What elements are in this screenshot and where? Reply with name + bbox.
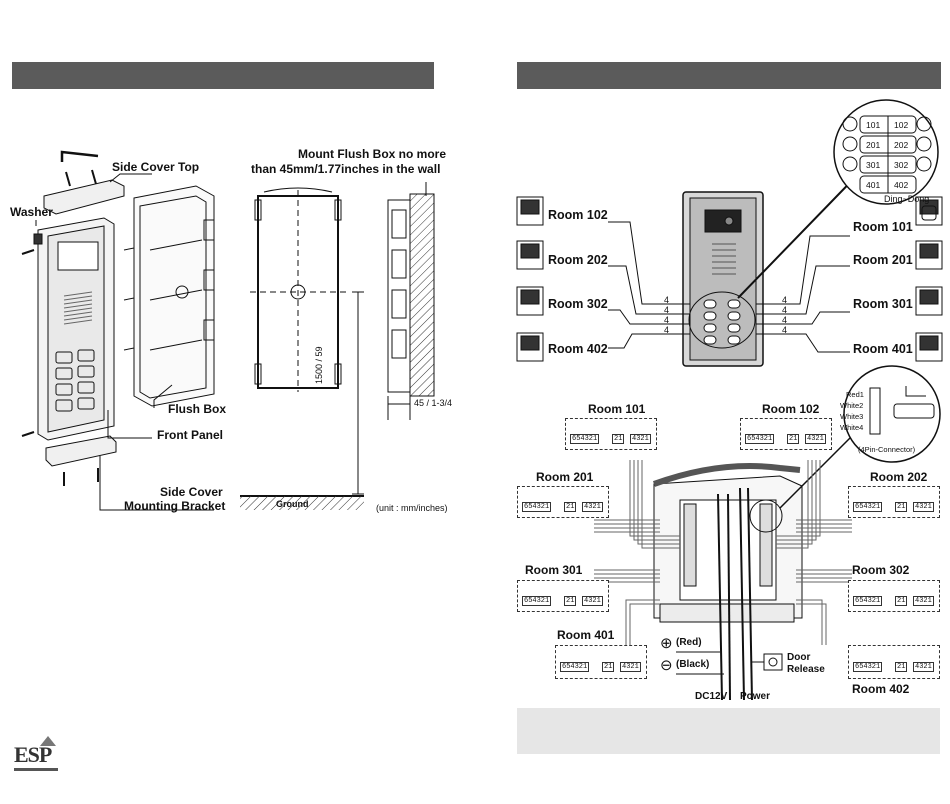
mount-note-line2: than 45mm/1.77inches in the wall: [251, 162, 441, 176]
dim-height-label: 1500 / 59: [314, 346, 324, 384]
terminal-box-401: 654321 21 4321: [555, 645, 647, 679]
callout-button-label: 302: [894, 160, 908, 170]
terminal-label: 21: [564, 502, 577, 512]
terminal-box-102: 654321 21 4321: [740, 418, 832, 450]
terminal-label: 654321: [745, 434, 775, 444]
connector-pin-3: White3: [840, 412, 864, 421]
terminal-label: 21: [895, 662, 908, 672]
terminal-label: 654321: [853, 502, 883, 512]
terminal-label: 654321: [570, 434, 600, 444]
wiring-room-402: Room 402: [852, 682, 910, 696]
terminal-label: 21: [612, 434, 625, 444]
terminal-label: 21: [895, 502, 908, 512]
right-header-bar: [517, 62, 941, 89]
wiring-room-102: Room 102: [762, 402, 820, 416]
terminal-label: 654321: [560, 662, 590, 672]
wire-count-label: 4: [782, 325, 787, 335]
room-label-402: Room 402: [548, 342, 608, 356]
terminal-label: 4321: [582, 502, 603, 512]
connector-caption: (4Pin-Connector): [858, 445, 916, 454]
ding-dong-label: Ding~Dong: [884, 194, 930, 204]
terminal-label: 4321: [913, 662, 934, 672]
room-label-401: Room 401: [853, 342, 913, 356]
label-flush-box: Flush Box: [168, 402, 227, 416]
callout-button-label: 402: [894, 180, 908, 190]
left-header-bar: [12, 62, 434, 89]
plus-symbol: ⊕: [660, 635, 673, 652]
connector-pin-2: White2: [840, 401, 864, 410]
terminal-box-402: 654321 21 4321: [848, 645, 940, 679]
room-label-201: Room 201: [853, 253, 913, 267]
room-label-301: Room 301: [853, 297, 913, 311]
terminal-box-202: 654321 21 4321: [848, 486, 940, 518]
terminal-label: 4321: [913, 596, 934, 606]
terminal-label: 21: [895, 596, 908, 606]
black-wire-label: (Black): [676, 659, 710, 670]
wire-count-label: 4: [664, 325, 669, 335]
terminal-label: 4321: [630, 434, 651, 444]
wire-count-label: 4: [782, 305, 787, 315]
esp-logo: ESP: [14, 736, 58, 772]
wiring-room-202: Room 202: [870, 470, 928, 484]
red-wire-label: (Red): [676, 637, 702, 648]
room-label-202: Room 202: [548, 253, 608, 267]
wiring-room-201: Room 201: [536, 470, 594, 484]
room-label-302: Room 302: [548, 297, 608, 311]
door-label: Door: [787, 652, 811, 663]
terminal-label: 4321: [913, 502, 934, 512]
release-label: Release: [787, 664, 825, 675]
callout-button-label: 201: [866, 140, 880, 150]
wire-count-label: 4: [664, 305, 669, 315]
callout-button-label: 202: [894, 140, 908, 150]
terminal-box-101: 654321 21 4321: [565, 418, 657, 450]
logo-text: ESP: [14, 742, 52, 767]
terminal-box-302: 654321 21 4321: [848, 580, 940, 612]
callout-button-label: 401: [866, 180, 880, 190]
power-label: Power: [740, 691, 771, 702]
minus-symbol: ⊖: [660, 657, 673, 674]
terminal-label: 654321: [522, 596, 552, 606]
label-washer: Washer: [10, 205, 53, 219]
ground-label: Ground: [276, 499, 309, 509]
terminal-label: 21: [564, 596, 577, 606]
label-mounting-bracket: Mounting Bracket: [124, 499, 226, 513]
terminal-label: 21: [787, 434, 800, 444]
terminal-box-301: 654321 21 4321: [517, 580, 609, 612]
label-front-panel: Front Panel: [157, 428, 224, 442]
mount-note-line1: Mount Flush Box no more: [298, 147, 446, 161]
dim-depth-label: 45 / 1-3/4: [414, 398, 453, 408]
room-label-102: Room 102: [548, 208, 608, 222]
terminal-label: 4321: [620, 662, 641, 672]
wire-count-label: 4: [664, 295, 669, 305]
wiring-room-401: Room 401: [557, 628, 615, 642]
room-label-101: Room 101: [853, 220, 913, 234]
wire-count-label: 4: [782, 315, 787, 325]
wiring-room-302: Room 302: [852, 563, 910, 577]
wire-count-label: 4: [664, 315, 669, 325]
terminal-label: 4321: [805, 434, 826, 444]
terminal-label: 654321: [522, 502, 552, 512]
terminal-box-201: 654321 21 4321: [517, 486, 609, 518]
callout-button-label: 101: [866, 120, 880, 130]
label-side-cover: Side Cover: [160, 485, 223, 499]
callout-button-label: 301: [866, 160, 880, 170]
callout-button-label: 102: [894, 120, 908, 130]
label-side-cover-top: Side Cover Top: [112, 160, 200, 174]
note-box: [517, 708, 940, 754]
unit-label: (unit : mm/inches): [376, 503, 448, 513]
terminal-label: 4321: [582, 596, 603, 606]
connector-pin-4: White4: [840, 423, 864, 432]
wiring-room-101: Room 101: [588, 402, 646, 416]
dc12v-label: DC12V: [695, 691, 728, 702]
terminal-label: 21: [602, 662, 615, 672]
wire-count-label: 4: [782, 295, 787, 305]
connector-pin-1: Red1: [846, 390, 864, 399]
terminal-label: 654321: [853, 596, 883, 606]
wiring-room-301: Room 301: [525, 563, 583, 577]
terminal-label: 654321: [853, 662, 883, 672]
